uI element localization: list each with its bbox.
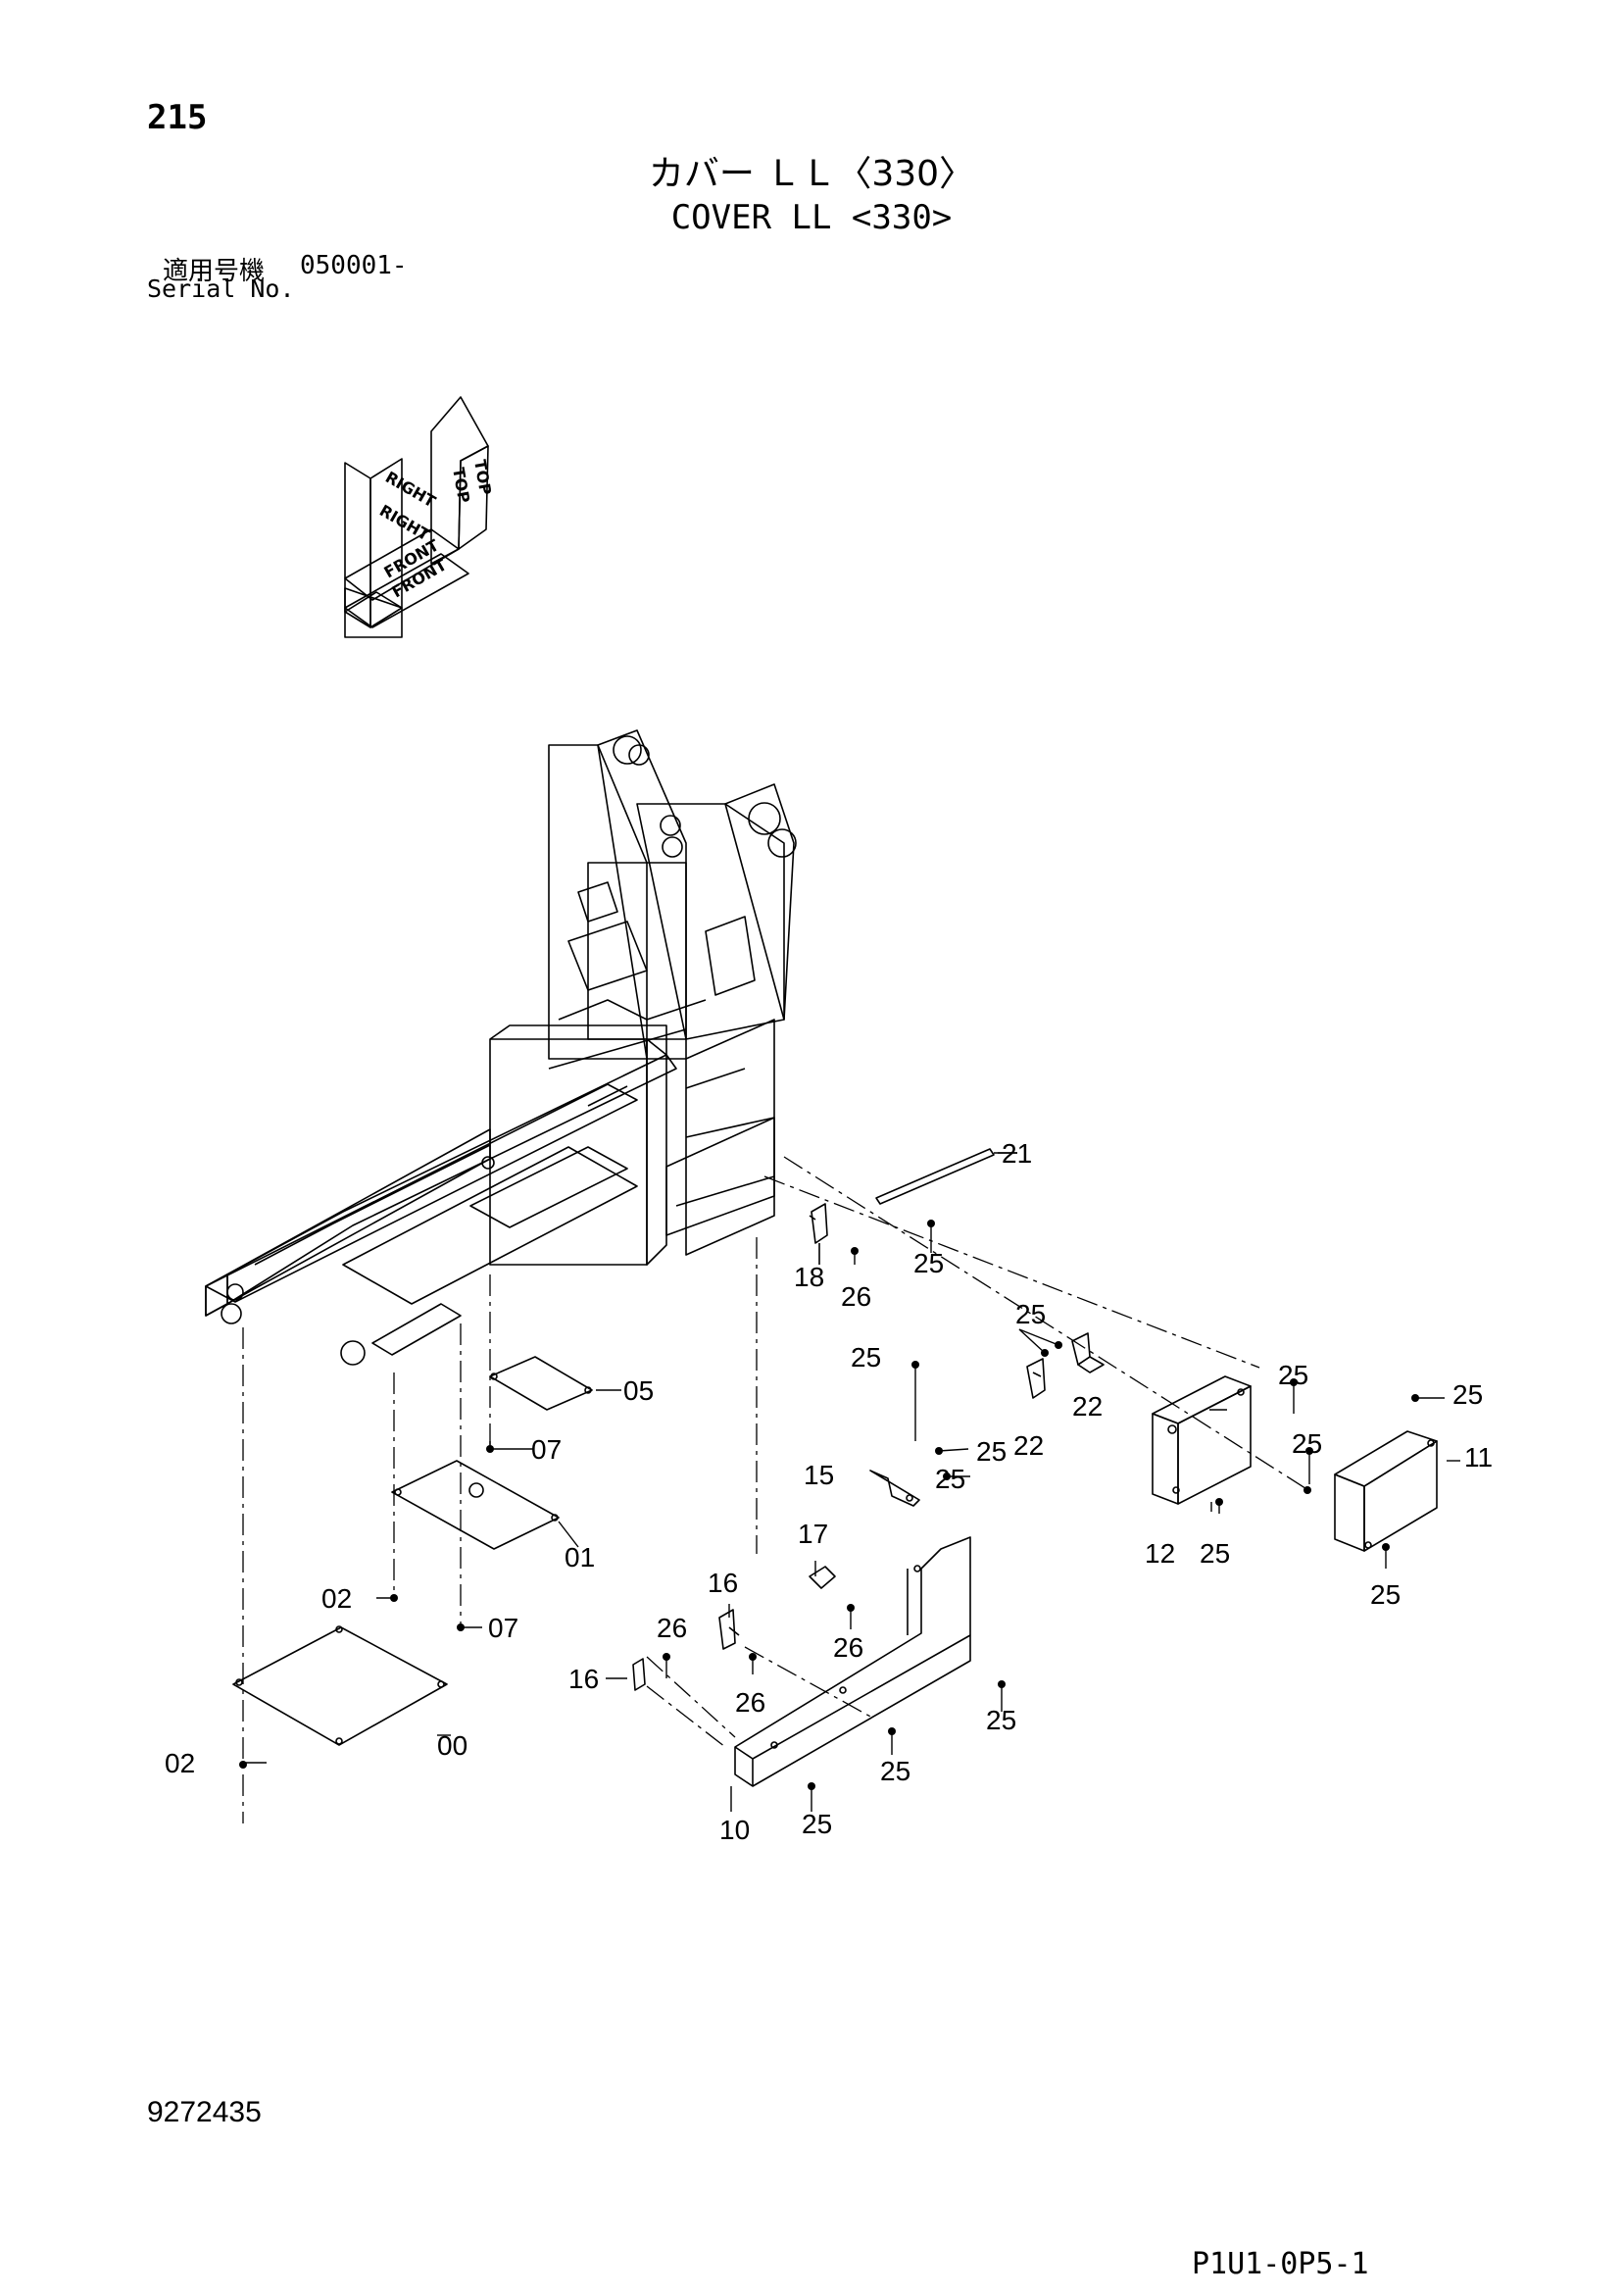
callout-25-b: 25 <box>851 1342 881 1373</box>
bracket-15 <box>869 1470 920 1507</box>
callout-25-a: 25 <box>913 1248 944 1278</box>
callout-25-c: 25 <box>976 1436 1007 1467</box>
bracket-16-b <box>632 1658 646 1691</box>
cover-plate-00 <box>232 1625 448 1746</box>
box-12 <box>1152 1375 1252 1505</box>
callout-02-a: 02 <box>321 1583 352 1614</box>
document-number: 9272435 <box>147 2096 262 2128</box>
bracket-22-a <box>1071 1332 1105 1373</box>
callout-leaders <box>241 1152 1460 1812</box>
callout-25-l: 25 <box>880 1756 910 1786</box>
main-frame <box>205 729 797 1366</box>
callout-16-b: 16 <box>568 1664 599 1694</box>
title-japanese: カバー ＬＬ〈330〉 <box>648 154 975 194</box>
callout-25-g: 25 <box>1292 1428 1322 1459</box>
fastener-dots <box>239 1220 1419 1790</box>
cover-11 <box>1334 1430 1438 1552</box>
compass-label-top-2: TOP <box>470 458 495 496</box>
callout-15: 15 <box>804 1460 834 1490</box>
callout-12: 12 <box>1145 1538 1175 1569</box>
bracket-22-b <box>1026 1358 1046 1399</box>
callout-22-a: 22 <box>1072 1391 1103 1422</box>
callout-25-h: 25 <box>1452 1379 1483 1410</box>
callout-05: 05 <box>623 1375 654 1406</box>
callout-25-i: 25 <box>1200 1538 1230 1569</box>
sheet-code: P1U1-0P5-1 <box>1192 2247 1369 2281</box>
bracket-21 <box>875 1148 1017 1205</box>
serial-value: 050001- <box>300 251 408 280</box>
callout-labels: 21 18 26 25 25 25 25 15 25 22 22 25 25 2… <box>165 1138 1493 1845</box>
cover-plate-01 <box>391 1460 560 1550</box>
compass-label-top-1: TOP <box>449 466 473 504</box>
serial-label-japanese: 適用号機 <box>163 257 266 286</box>
title-english: COVER LL <330> <box>670 198 953 237</box>
callout-01: 01 <box>565 1542 595 1572</box>
callout-26-d: 26 <box>735 1687 765 1718</box>
callout-25-m: 25 <box>802 1809 832 1839</box>
callout-25-e: 25 <box>1015 1299 1046 1329</box>
callout-25-k: 25 <box>986 1705 1016 1735</box>
bracket-17 <box>809 1566 836 1589</box>
callout-26-b: 26 <box>833 1632 863 1663</box>
cover-10 <box>734 1536 971 1787</box>
callout-21: 21 <box>1002 1138 1032 1169</box>
callout-22-b: 22 <box>1013 1430 1044 1461</box>
leader-lines <box>242 1156 1309 1823</box>
orientation-compass: RIGHT RIGHT TOP TOP FRONT FRONT <box>344 396 495 638</box>
callout-07-a: 07 <box>531 1434 562 1465</box>
callout-26-c: 26 <box>657 1613 687 1643</box>
cover-plate-05 <box>489 1356 593 1411</box>
serial-label-english: Serial No. <box>147 275 295 303</box>
callout-16-a: 16 <box>708 1568 738 1598</box>
callout-25-j: 25 <box>1370 1579 1401 1610</box>
callout-18: 18 <box>794 1262 824 1292</box>
callout-11: 11 <box>1464 1442 1493 1472</box>
callout-25-f: 25 <box>1278 1360 1308 1390</box>
callout-07-b: 07 <box>488 1613 518 1643</box>
callout-17: 17 <box>798 1519 828 1549</box>
callout-00: 00 <box>437 1730 467 1761</box>
callout-10: 10 <box>719 1815 750 1845</box>
page-number: 215 <box>147 98 208 137</box>
callout-25-d: 25 <box>935 1464 965 1494</box>
callout-26-a: 26 <box>841 1281 871 1312</box>
callout-02-b: 02 <box>165 1748 195 1778</box>
bracket-18 <box>809 1203 828 1265</box>
